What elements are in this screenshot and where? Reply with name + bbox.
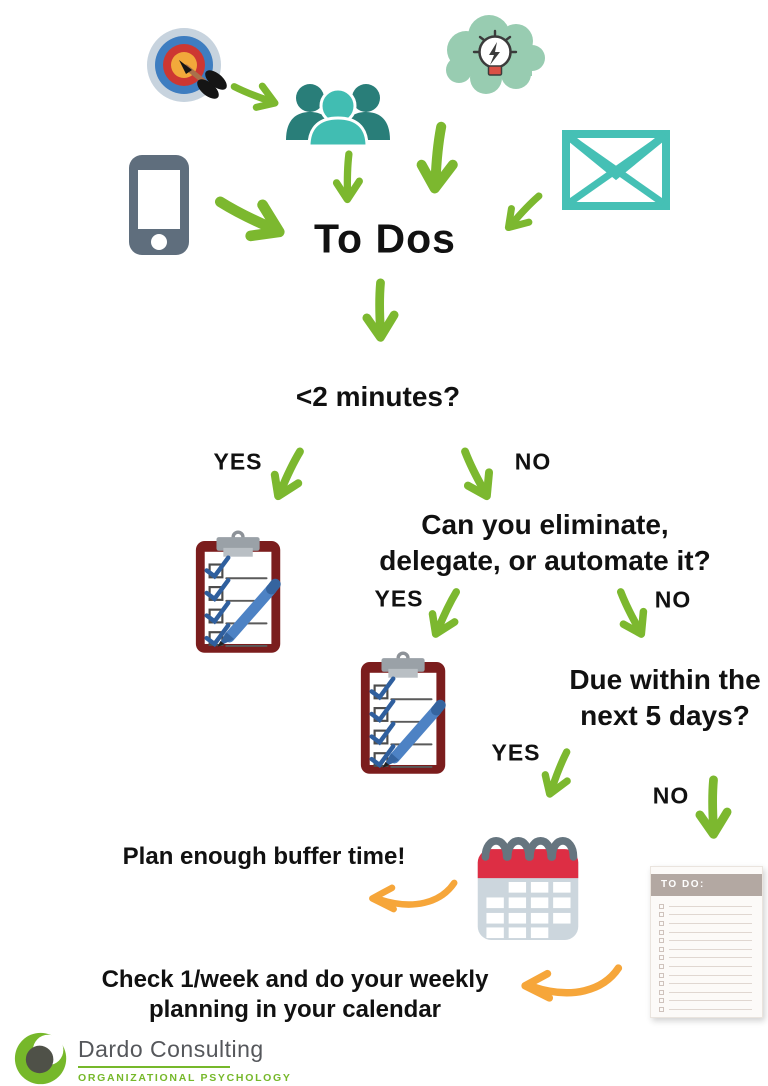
buffer-note: Plan enough buffer time! xyxy=(122,843,406,870)
todo-pad-line xyxy=(669,983,752,985)
arrow-phone-to-todos xyxy=(203,176,305,262)
todo-pad-row xyxy=(659,997,752,1006)
todo-pad-rows xyxy=(651,896,762,1014)
todo-pad-row xyxy=(659,902,752,911)
todo-pad-line xyxy=(669,957,752,959)
todo-pad-row xyxy=(659,954,752,963)
todo-pad-line xyxy=(669,922,752,924)
todo-pad-row xyxy=(659,988,752,997)
todo-pad-row xyxy=(659,1005,752,1014)
todo-pad-row xyxy=(659,919,752,928)
email-icon xyxy=(562,130,670,210)
todo-pad-checkbox xyxy=(659,920,664,926)
team-icon xyxy=(286,84,390,146)
checklist-clipboard-icon xyxy=(195,530,281,653)
todo-pad-row xyxy=(659,979,752,988)
todo-pad-row xyxy=(659,971,752,980)
calendar-icon xyxy=(477,837,579,940)
todo-pad-line xyxy=(669,974,752,976)
arrow-team-to-todos xyxy=(329,149,367,210)
todo-pad-row xyxy=(659,962,752,971)
arrow-q1-yes xyxy=(256,439,320,515)
todo-pad-row xyxy=(659,928,752,937)
todo-pad-checkbox xyxy=(659,903,664,909)
todo-pad-checkbox xyxy=(659,1006,664,1012)
todo-pad-line xyxy=(669,1008,752,1010)
todo-pad-checkbox xyxy=(659,972,664,978)
weekly-note-line2: planning in your calendar xyxy=(148,996,442,1023)
target-icon xyxy=(147,28,227,102)
weekly-note-line1: Check 1/week and do your weekly xyxy=(101,966,489,993)
arrow-q2-no xyxy=(602,580,662,652)
todo-pad-line xyxy=(669,914,752,916)
orange-arrow-calendar-to-note xyxy=(352,878,468,914)
todo-pad-checkbox xyxy=(659,981,664,987)
todo-pad-line xyxy=(669,948,752,950)
todo-list-pad-icon: TO DO: xyxy=(650,866,763,1018)
pen-icon xyxy=(217,578,281,647)
todo-pad-line xyxy=(669,991,752,993)
todo-pad-line xyxy=(669,940,752,942)
arrow-q1-no xyxy=(446,439,510,515)
dardo-logo-icon xyxy=(14,1032,67,1085)
yes-label-1: YES xyxy=(213,448,263,475)
arrow-todos-to-q1 xyxy=(359,278,402,350)
todo-pad-checkbox xyxy=(659,912,664,918)
question-due-line1: Due within the xyxy=(569,664,761,695)
root-node-title: To Dos xyxy=(314,215,456,262)
todo-pad-header: TO DO: xyxy=(651,874,762,896)
idea-cloud-icon xyxy=(446,15,545,94)
todo-pad-line xyxy=(669,1000,752,1002)
yes-label-3: YES xyxy=(491,739,541,766)
todo-pad-line xyxy=(669,905,752,907)
weekly-note: Check 1/week and do your weekly planning… xyxy=(102,965,489,1025)
todo-pad-line xyxy=(669,931,752,933)
logo-divider xyxy=(78,1066,230,1068)
phone-icon xyxy=(129,155,189,255)
todo-pad-checkbox xyxy=(659,929,664,935)
no-label-3: NO xyxy=(652,782,690,809)
arrow-target-to-team xyxy=(224,69,291,123)
lightbulb-icon xyxy=(472,29,518,76)
checklist-clipboard-icon xyxy=(360,651,446,774)
question-due-line2: next 5 days? xyxy=(580,700,750,731)
todo-pad-checkbox xyxy=(659,938,664,944)
todo-pad-row xyxy=(659,945,752,954)
todo-pad-row xyxy=(659,936,752,945)
no-label-1: NO xyxy=(514,448,552,475)
todo-pad-row xyxy=(659,911,752,920)
question-eliminate: Can you eliminate, delegate, or automate… xyxy=(379,507,710,579)
question-two-minutes: <2 minutes? xyxy=(295,381,461,412)
todo-pad-checkbox xyxy=(659,955,664,961)
question-due: Due within the next 5 days? xyxy=(569,662,760,734)
no-label-2: NO xyxy=(654,586,692,613)
todo-pad-line xyxy=(669,965,752,967)
todo-pad-checkbox xyxy=(659,998,664,1004)
logo-company-name: Dardo Consulting xyxy=(78,1036,264,1062)
todo-pad-checkbox xyxy=(659,946,664,952)
question-eliminate-line1: Can you eliminate, xyxy=(421,509,669,540)
arrow-q3-no xyxy=(692,775,735,847)
question-eliminate-line2: delegate, or automate it? xyxy=(379,545,711,576)
todo-pad-checkbox xyxy=(659,989,664,995)
pen-icon xyxy=(382,699,446,768)
todo-pad-checkbox xyxy=(659,963,664,969)
arrow-email-to-todos xyxy=(489,181,554,247)
logo-text-block: Dardo Consulting ORGANIZATIONAL PSYCHOLO… xyxy=(78,1036,292,1084)
yes-label-2: YES xyxy=(374,585,424,612)
logo-tagline: ORGANIZATIONAL PSYCHOLOGY xyxy=(78,1072,292,1084)
arrow-cloud-to-todos xyxy=(409,119,466,206)
orange-arrow-pad-to-note xyxy=(512,958,624,1008)
